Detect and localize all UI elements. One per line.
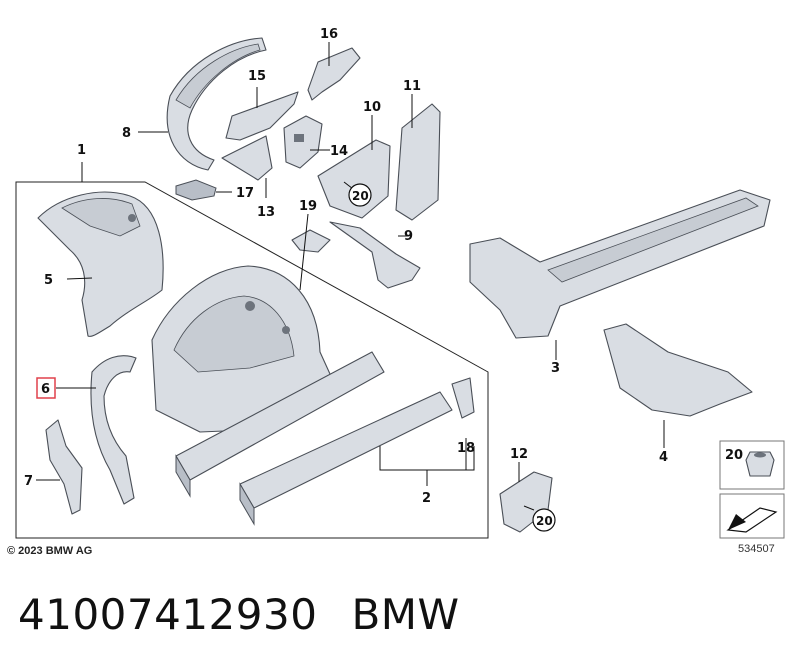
callout-13: 13 (257, 205, 275, 220)
assembly-frame (15, 181, 489, 539)
callout-9: 9 (404, 229, 413, 244)
arrow-icon (726, 507, 778, 533)
callout-2: 2 (422, 491, 431, 506)
callout-5: 5 (44, 273, 53, 288)
callout-20-circle-a: 20 (348, 183, 372, 207)
legend-20-label: 20 (725, 448, 743, 463)
callout-17: 17 (236, 186, 254, 201)
part-18[interactable] (451, 377, 475, 419)
callout-10: 10 (363, 100, 381, 115)
orientation-arrow-box (719, 493, 785, 539)
part-11[interactable] (395, 103, 441, 221)
part-9[interactable] (329, 221, 421, 289)
callout-20-circle-b: 20 (532, 508, 556, 532)
part-number: 41007412930 (18, 590, 318, 639)
legend-part-20: 20 (719, 440, 785, 490)
callout-12: 12 (510, 447, 528, 462)
copyright-text: © 2023 BMW AG (7, 545, 92, 557)
callout-8: 8 (122, 126, 131, 141)
callout-3: 3 (551, 361, 560, 376)
parts-diagram: 1 5 6 7 8 15 16 10 11 14 13 17 19 9 3 4 … (7, 27, 785, 557)
part-13[interactable] (221, 135, 273, 181)
part-5[interactable] (37, 191, 164, 337)
callout-18: 18 (457, 441, 475, 456)
part-7[interactable] (45, 419, 83, 515)
part-19[interactable] (291, 229, 331, 253)
brand-name: BMW (351, 590, 460, 639)
callout-6: 6 (41, 382, 50, 397)
part-4[interactable] (603, 323, 753, 417)
callout-7: 7 (24, 474, 33, 489)
callout-4: 4 (659, 450, 668, 465)
callout-16: 16 (320, 27, 338, 42)
part-16[interactable] (307, 47, 361, 101)
callout-14: 14 (330, 144, 348, 159)
part-6[interactable] (90, 355, 137, 505)
callout-1: 1 (77, 143, 86, 158)
svg-text:20: 20 (352, 189, 369, 203)
part-14[interactable] (283, 115, 323, 169)
callout-15: 15 (248, 69, 266, 84)
part-10[interactable] (317, 139, 391, 219)
part-8[interactable] (166, 37, 267, 171)
part-2[interactable] (175, 351, 453, 526)
footer: 41007412930 BMW (18, 590, 460, 650)
part-17[interactable] (175, 179, 217, 201)
callout-11: 11 (403, 79, 421, 94)
callout-19: 19 (299, 199, 317, 214)
image-id: 534507 (738, 543, 775, 555)
part-3[interactable] (469, 189, 771, 339)
svg-text:20: 20 (536, 514, 553, 528)
nut-icon (745, 451, 775, 477)
part-front-structure[interactable] (151, 265, 331, 433)
callout-6-highlight-box (36, 377, 56, 399)
part-15[interactable] (225, 91, 299, 141)
